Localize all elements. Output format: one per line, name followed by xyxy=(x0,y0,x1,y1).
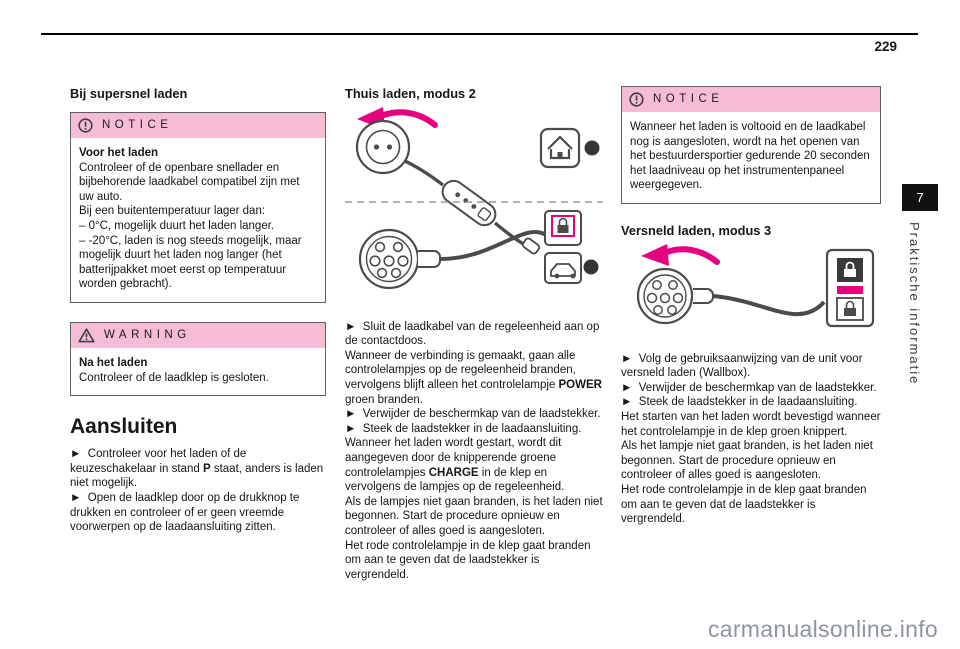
bold-term: P xyxy=(202,462,211,475)
notice-body: Voor het laden Controleer of de openbare… xyxy=(71,138,325,302)
warning-title: WARNING xyxy=(104,329,191,342)
paragraph: Wanneer het laden is voltooid en de laad… xyxy=(630,121,870,192)
notice-header: NOTICE xyxy=(71,113,325,138)
bullet-item: ► Open de laadklep door op de drukknop t… xyxy=(70,491,300,534)
indicator-button-icon xyxy=(584,140,600,156)
indicator-button-icon xyxy=(583,259,599,275)
notice-header: NOTICE xyxy=(622,87,880,112)
warning-triangle-icon xyxy=(78,328,95,343)
car-icon xyxy=(544,252,582,284)
bullet-item: ► Steek de laadstekker in de laadaanslui… xyxy=(621,396,858,409)
paragraph: Het starten van het laden wordt bevestig… xyxy=(621,410,881,438)
text-segment: Wanneer de verbinding is gemaakt, gaan a… xyxy=(345,349,576,391)
column-middle: Thuis laden, modus 2 xyxy=(345,86,603,582)
subsection-heading: Thuis laden, modus 2 xyxy=(345,86,476,101)
notice-box: NOTICE Voor het laden Controleer of de o… xyxy=(70,112,326,303)
notice-circle-exclamation-icon xyxy=(78,118,93,133)
cable-control-box-icon xyxy=(404,159,541,255)
bullet-item: ► Verwijder de beschermkap van de laadst… xyxy=(345,408,601,421)
text-segment: staat, anders is laden niet mogelijk. xyxy=(70,462,324,490)
bullet-item: ► Steek de laadstekker in de laadaanslui… xyxy=(345,422,582,435)
column-right: NOTICE Wanneer het laden is voltooid en … xyxy=(621,86,881,527)
warning-box: WARNING Na het laden Controleer of de la… xyxy=(70,321,326,397)
bullet-item: ► Volg de gebruiksaanwijzing van de unit… xyxy=(621,352,863,380)
warning-lead: Na het laden xyxy=(79,356,148,369)
watermark-text: carmanualsonline.info xyxy=(707,616,938,642)
chapter-tab: 7 xyxy=(902,184,938,211)
paragraph: Controleer of de openbare snellader en b… xyxy=(79,161,300,203)
bullet-item: ► Controleer voor het laden of de keuzes… xyxy=(70,447,326,491)
list-item: – 0°C, mogelijk duurt het laden langer. xyxy=(79,219,275,232)
warning-body: Na het laden Controleer of de laadklep i… xyxy=(71,348,325,395)
text-segment: groen branden. xyxy=(345,393,424,406)
paragraph: Het rode controlelampje in de klep gaat … xyxy=(345,539,591,581)
list-item: – -20°C, laden is nog steeds mogelijk, m… xyxy=(79,234,302,291)
paragraph: Het rode controlelampje in de klep gaat … xyxy=(621,483,867,526)
bold-term: CHARGE xyxy=(428,466,479,479)
paragraph: Als de lampjes niet gaan branden, is het… xyxy=(345,495,603,537)
wallbox-charging-illustration xyxy=(621,243,881,344)
bullet-item: ► Sluit de laadkabel van de regeleenheid… xyxy=(345,320,600,348)
paragraph: Bij een buitentemperatuur lager dan: xyxy=(79,205,266,218)
charging-connector-icon xyxy=(636,267,826,325)
paragraph: Als het lampje niet gaat branden, is het… xyxy=(621,440,873,482)
home-charging-illustration xyxy=(345,105,603,310)
paragraph: Wanneer het laden wordt gestart, wordt d… xyxy=(345,436,603,494)
warning-header: WARNING xyxy=(71,322,325,348)
subsection-heading: Bij supersnel laden xyxy=(70,86,188,101)
notice-lead: Voor het laden xyxy=(79,147,159,159)
bullet-item: ► Verwijder de beschermkap van de laadst… xyxy=(621,381,877,394)
section-heading: Aansluiten xyxy=(70,415,178,439)
column-left: Bij supersnel laden NOTICE Voor het lade… xyxy=(70,86,326,535)
page-rule xyxy=(41,33,918,35)
home-icon xyxy=(539,127,581,169)
notice-circle-exclamation-icon xyxy=(629,92,644,107)
chapter-side-label: Praktische informatie xyxy=(907,222,922,386)
text-segment: Wanneer het laden wordt gestart, wordt d… xyxy=(345,437,562,479)
subsection-heading: Versneld laden, modus 3 xyxy=(621,222,772,238)
notice-title: NOTICE xyxy=(102,119,173,132)
notice-body: Wanneer het laden is voltooid en de laad… xyxy=(622,112,880,203)
notice-box: NOTICE Wanneer het laden is voltooid en … xyxy=(621,86,881,204)
charging-connector-icon xyxy=(358,228,553,290)
bold-term: POWER xyxy=(558,378,602,391)
wall-socket-icon xyxy=(355,119,411,175)
paragraph: Wanneer de verbinding is gemaakt, gaan a… xyxy=(345,349,603,407)
text-segment: in de klep en vervolgens de lampjes op d… xyxy=(345,466,565,494)
text-segment: ► Controleer voor het laden of de keuzes… xyxy=(70,448,247,475)
page-number: 229 xyxy=(874,39,897,54)
wallbox-icon xyxy=(825,248,875,328)
paragraph: Controleer of de laadklep is gesloten. xyxy=(79,371,269,384)
charge-status-lock-icon xyxy=(544,210,582,246)
notice-title: NOTICE xyxy=(653,93,724,106)
magenta-arrow-icon xyxy=(641,243,720,266)
